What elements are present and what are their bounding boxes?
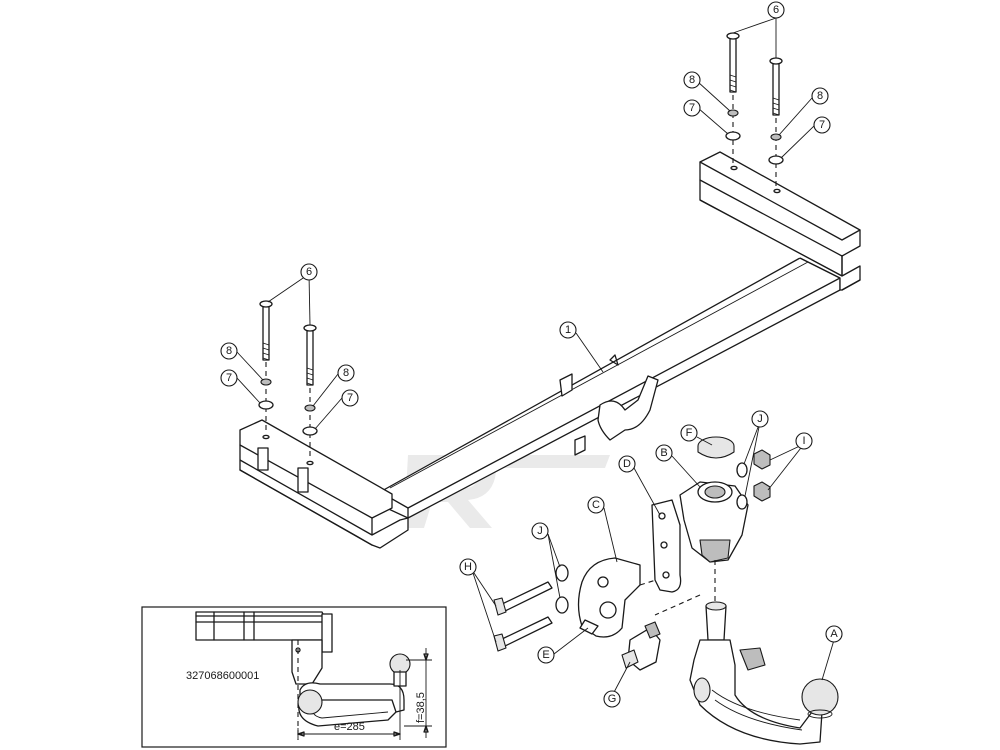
svg-text:I: I — [802, 435, 805, 447]
callout-E: E — [537, 646, 555, 664]
svg-text:E: E — [542, 649, 549, 661]
svg-text:D: D — [623, 458, 631, 470]
svg-text:F: F — [686, 427, 693, 439]
svg-text:G: G — [608, 693, 617, 705]
callout-6-top: 6 — [767, 1, 785, 19]
callout-8-mid: 8 — [337, 364, 355, 382]
svg-text:C: C — [592, 499, 600, 511]
callout-7-mid: 7 — [341, 389, 359, 407]
callout-J-right: J — [751, 410, 769, 428]
inset-part-number: 327068600001 — [186, 670, 259, 682]
coupling-assembly — [493, 436, 839, 745]
svg-text:J: J — [757, 413, 763, 425]
svg-text:7: 7 — [819, 119, 825, 131]
callout-A: A — [825, 625, 843, 643]
callout-8-top-left: 8 — [683, 71, 701, 89]
leader-lines — [236, 17, 835, 697]
svg-text:1: 1 — [565, 324, 571, 336]
svg-text:A: A — [830, 628, 838, 640]
callout-G: G — [603, 690, 621, 708]
callout-H: H — [459, 558, 477, 576]
mounting-hardware — [258, 32, 784, 458]
inset-dimension-f: f=38,5 — [415, 692, 427, 723]
svg-text:8: 8 — [226, 345, 232, 357]
callout-8-top-right: 8 — [811, 87, 829, 105]
svg-text:7: 7 — [226, 372, 232, 384]
callout-7-top-right: 7 — [813, 116, 831, 134]
callout-7-left: 7 — [220, 369, 238, 387]
svg-text:6: 6 — [306, 266, 312, 278]
inset-panel: 327068600001 e=285 f=38,5 — [141, 606, 447, 748]
svg-text:J: J — [537, 525, 543, 537]
callout-B: B — [655, 444, 673, 462]
svg-text:8: 8 — [817, 90, 823, 102]
svg-text:B: B — [660, 447, 667, 459]
callout-F: F — [680, 424, 698, 442]
svg-text:8: 8 — [689, 74, 695, 86]
callout-6-left: 6 — [300, 263, 318, 281]
inset-dimension-e: e=285 — [334, 721, 365, 733]
callout-C: C — [587, 496, 605, 514]
svg-text:8: 8 — [343, 367, 349, 379]
callout-8-left: 8 — [220, 342, 238, 360]
callout-D: D — [618, 455, 636, 473]
svg-text:H: H — [464, 561, 472, 573]
callout-I: I — [795, 432, 813, 450]
callout-1: 1 — [559, 321, 577, 339]
crossbar — [239, 151, 861, 549]
svg-text:6: 6 — [773, 4, 779, 16]
svg-text:7: 7 — [689, 102, 695, 114]
callout-J-left: J — [531, 522, 549, 540]
svg-text:7: 7 — [347, 392, 353, 404]
callout-7-top-left: 7 — [683, 99, 701, 117]
